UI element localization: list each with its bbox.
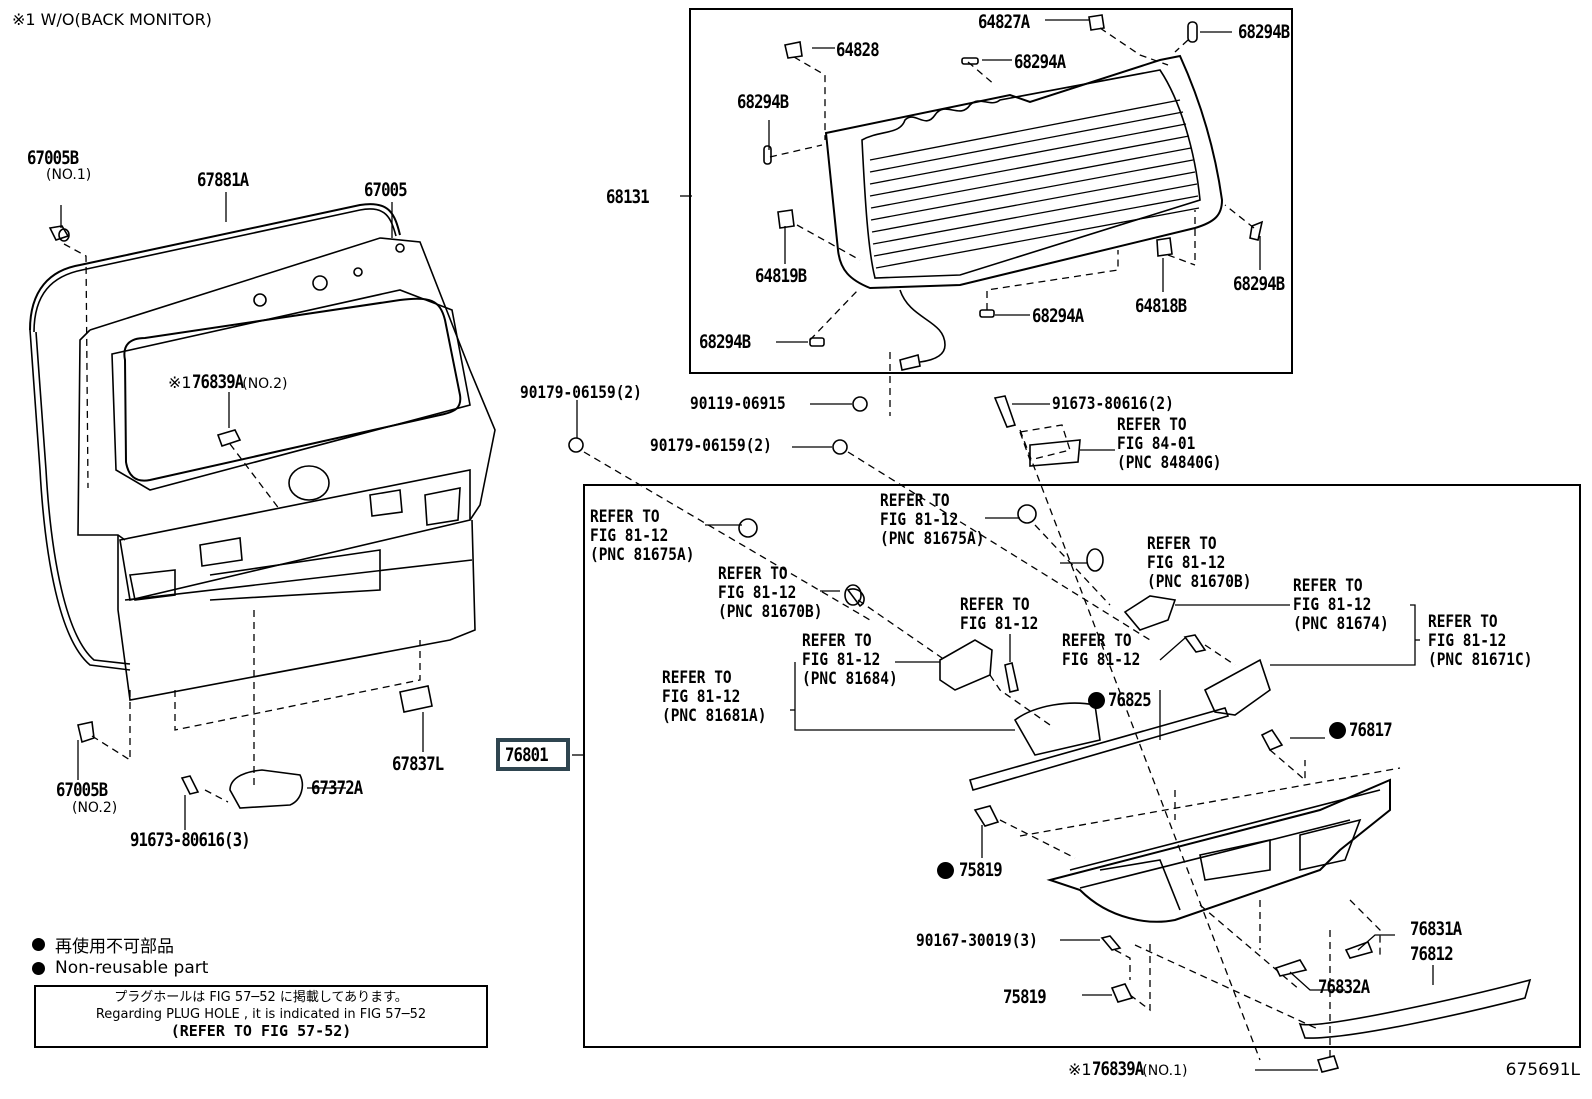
- part-label-68294b-bottom[interactable]: 68294B: [699, 331, 751, 353]
- assembly-pnc-76801: 76801: [505, 744, 549, 766]
- ref-fig-81-12-81670b-left[interactable]: REFER TO FIG 81-12 (PNC 81670B): [718, 564, 823, 622]
- part-label-68294b-right[interactable]: 68294B: [1233, 273, 1285, 295]
- ref-fig-81-12-81675a-mid[interactable]: REFER TO FIG 81-12 (PNC 81675A): [880, 491, 985, 549]
- part-label-76832a[interactable]: 76832A: [1318, 976, 1370, 998]
- back-monitor-mark: ※1: [168, 373, 192, 392]
- legend-en-text: Non-reusable part: [55, 958, 209, 978]
- part-label-67005[interactable]: 67005: [364, 179, 408, 201]
- part-note-no2: (NO.2): [242, 376, 288, 392]
- part-label-64818b[interactable]: 64818B: [1135, 295, 1187, 317]
- plug-hole-note-jp: プラグホールは FIG 57─52 に掲載してあります。: [114, 990, 408, 1005]
- garnish-assembly-box: [583, 484, 1581, 1048]
- part-label-76817-group[interactable]: 76817: [1329, 720, 1393, 740]
- part-label-76839a-no2-group[interactable]: ※176839A(NO.2): [168, 372, 287, 392]
- part-note-no1: (NO.1): [46, 167, 92, 183]
- legend-jp-text: 再使用不可部品: [55, 937, 174, 957]
- part-label-76825: 76825: [1108, 689, 1152, 711]
- ref-fig-81-12-81684[interactable]: REFER TO FIG 81-12 (PNC 81684): [802, 631, 898, 689]
- part-label-90119-06915[interactable]: 90119-06915: [690, 394, 786, 414]
- nonreusable-dot-icon: [32, 938, 45, 951]
- back-monitor-mark: ※1: [1068, 1060, 1092, 1079]
- part-label-75819-b[interactable]: 75819: [1003, 986, 1047, 1008]
- legend-nonreusable-en: Non-reusable part: [32, 958, 208, 978]
- part-label-67372a[interactable]: 67372A: [311, 777, 363, 799]
- back-door-panel-drawing: [29, 203, 496, 701]
- part-label-76839a-no1-group[interactable]: ※176839A(NO.1): [1068, 1059, 1187, 1079]
- leader-lines-glass: [769, 27, 1255, 416]
- part-label-76817: 76817: [1349, 719, 1393, 741]
- garnish-assembly-drawing: [738, 504, 1532, 1073]
- figure-number: 675691L: [1505, 1060, 1580, 1080]
- part-label-76825-group[interactable]: 76825: [1088, 690, 1152, 710]
- leader-lines-assembly-solid: [572, 517, 1434, 1071]
- plug-hole-note-en: Regarding PLUG HOLE , it is indicated in…: [95, 1007, 427, 1022]
- part-label-68294a-bottom[interactable]: 68294A: [1032, 305, 1084, 327]
- fasteners-middle: [568, 395, 1115, 467]
- part-label-90179-06159-a[interactable]: 90179-06159(2): [520, 383, 642, 403]
- nonreusable-dot-icon: [1329, 722, 1346, 739]
- leader-lines-left-solid: [60, 192, 424, 830]
- part-label-67005b-no1[interactable]: 67005B: [27, 147, 79, 169]
- part-label-68294b-top[interactable]: 68294B: [1238, 21, 1290, 43]
- part-label-64827a[interactable]: 64827A: [978, 11, 1030, 33]
- part-label-67005b-no2[interactable]: 67005B: [56, 779, 108, 801]
- nonreusable-dot-icon: [937, 862, 954, 879]
- part-label-68131[interactable]: 68131: [606, 186, 650, 208]
- part-label-91673-80616-2[interactable]: 91673-80616(2): [1052, 394, 1174, 414]
- assembly-pnc-box[interactable]: 76801: [496, 738, 570, 771]
- plug-hole-refer-link[interactable]: (REFER TO FIG 57-52): [170, 1022, 352, 1040]
- part-label-90179-06159-b[interactable]: 90179-06159(2): [650, 436, 772, 456]
- leader-lines-glass-solid: [680, 19, 1261, 343]
- part-label-67881a[interactable]: 67881A: [197, 169, 249, 191]
- ref-fig-81-12-81674[interactable]: REFER TO FIG 81-12 (PNC 81674): [1293, 576, 1389, 634]
- small-parts-glass: [763, 14, 1264, 371]
- small-parts-left: [48, 225, 433, 809]
- part-label-75819-a: 75819: [959, 859, 1003, 881]
- ref-fig-84-01[interactable]: REFER TO FIG 84-01 (PNC 84840G): [1117, 415, 1222, 473]
- leader-lines-left: [63, 243, 421, 803]
- ref-fig-81-12-81670b-right[interactable]: REFER TO FIG 81-12 (PNC 81670B): [1147, 534, 1252, 592]
- plug-hole-note-box: プラグホールは FIG 57─52 に掲載してあります。 Regarding P…: [34, 985, 488, 1048]
- part-label-68294b-left[interactable]: 68294B: [737, 91, 789, 113]
- part-label-90167-30019-3[interactable]: 90167-30019(3): [916, 931, 1038, 951]
- ref-fig-81-12-81681a[interactable]: REFER TO FIG 81-12 (PNC 81681A): [662, 668, 767, 726]
- header-note: ※1 W/O(BACK MONITOR): [12, 10, 212, 29]
- part-label-64819b[interactable]: 64819B: [755, 265, 807, 287]
- part-label-68294a-top[interactable]: 68294A: [1014, 51, 1066, 73]
- leader-lines-middle: [583, 424, 1261, 1061]
- nonreusable-dot-icon: [1088, 692, 1105, 709]
- part-label-91673-80616-3[interactable]: 91673-80616(3): [130, 829, 251, 851]
- part-label-67837l[interactable]: 67837L: [392, 753, 444, 775]
- ref-fig-81-12-bolt-left[interactable]: REFER TO FIG 81-12: [960, 595, 1039, 634]
- part-label-76839a: 76839A: [191, 371, 244, 393]
- nonreusable-dot-icon: [32, 961, 45, 975]
- legend-nonreusable-jp: 再使用不可部品: [32, 932, 174, 957]
- back-window-glass-drawing: [824, 54, 1224, 363]
- ref-fig-81-12-81671c[interactable]: REFER TO FIG 81-12 (PNC 81671C): [1428, 612, 1533, 670]
- part-note-no1-b: (NO.1): [1142, 1063, 1188, 1079]
- part-label-75819-group[interactable]: 75819: [937, 860, 1003, 880]
- part-label-64828[interactable]: 64828: [836, 39, 880, 61]
- part-note-no2-b: (NO.2): [72, 800, 118, 816]
- part-label-76812[interactable]: 76812: [1410, 943, 1454, 965]
- leader-lines-assembly: [857, 524, 1401, 1060]
- ref-fig-81-12-81675a-left[interactable]: REFER TO FIG 81-12 (PNC 81675A): [590, 507, 695, 565]
- part-label-76839a-no1: 76839A: [1091, 1058, 1144, 1080]
- part-label-76831a[interactable]: 76831A: [1410, 918, 1462, 940]
- glass-group-box: [689, 8, 1293, 374]
- ref-fig-81-12-bolt-right[interactable]: REFER TO FIG 81-12: [1062, 631, 1141, 670]
